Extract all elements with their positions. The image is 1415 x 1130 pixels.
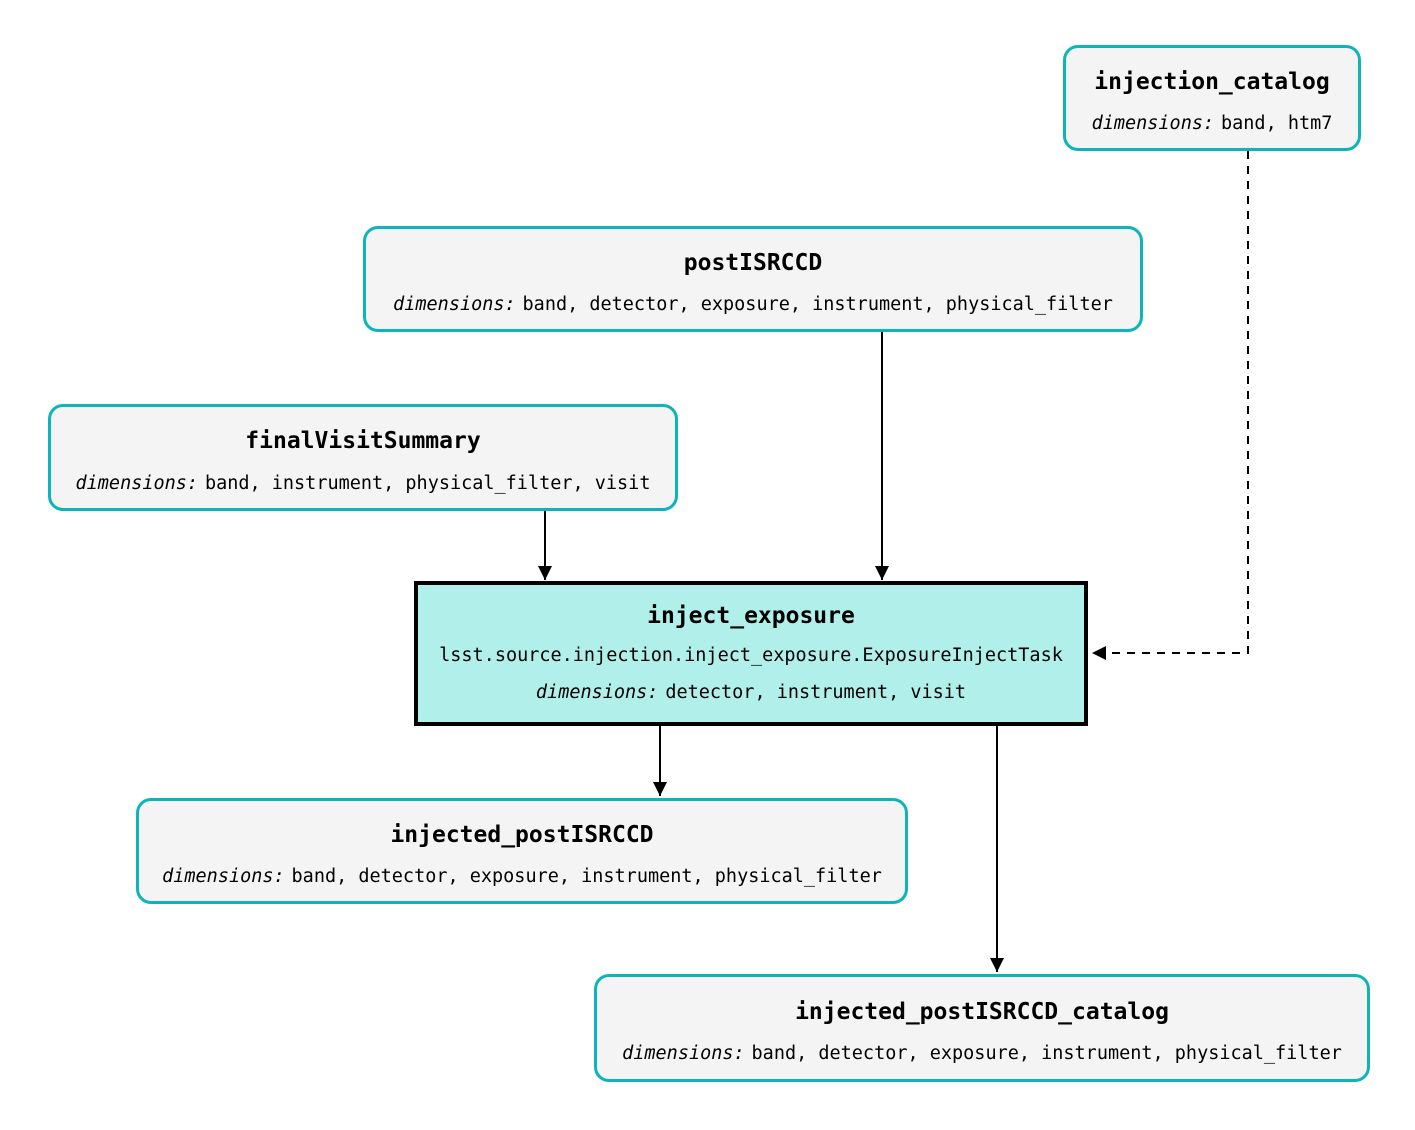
node-title: injected_postISRCCD	[390, 821, 654, 848]
node-title: postISRCCD	[683, 249, 823, 276]
node-title: injected_postISRCCD_catalog	[795, 998, 1169, 1025]
dimensions-list: detector, instrument, visit	[665, 682, 967, 704]
dimensions-label: dimensions:	[162, 866, 285, 888]
node-dimensions: dimensions: band, detector, exposure, ins…	[162, 866, 882, 888]
node-dimensions: dimensions: detector, instrument, visit	[536, 682, 966, 704]
node-finalvisitsummary: finalVisitSummary dimensions:band, instr…	[48, 404, 678, 511]
node-postisrccd: postISRCCD dimensions: band, detector, ex…	[363, 226, 1143, 332]
dimensions-list: band, detector, exposure, instrument, ph…	[751, 1043, 1342, 1065]
node-title: injection_catalog	[1094, 68, 1330, 95]
node-dimensions: dimensions: band, htm7	[1092, 113, 1333, 135]
node-dimensions: dimensions:band, instrument, physical_fi…	[76, 473, 651, 495]
task-class-path: lsst.source.injection.inject_exposure.Ex…	[439, 645, 1063, 667]
dimensions-label: dimensions:	[75, 472, 199, 494]
dimensions-list: band, instrument, physical_filter, visit	[204, 472, 651, 494]
node-inject-exposure: inject_exposure lsst.source.injection.in…	[414, 581, 1088, 726]
dimensions-label: dimensions:	[1091, 113, 1215, 135]
dimensions-list: band, detector, exposure, instrument, ph…	[291, 866, 882, 888]
node-dimensions: dimensions: band, detector, exposure, ins…	[622, 1043, 1342, 1065]
node-injected-postisrccd-catalog: injected_postISRCCD_catalog dimensions: b…	[594, 974, 1370, 1082]
node-title: finalVisitSummary	[245, 428, 481, 455]
node-injected-postisrccd: injected_postISRCCD dimensions: band, det…	[136, 798, 908, 904]
node-dimensions: dimensions: band, detector, exposure, ins…	[393, 294, 1113, 316]
node-injection-catalog: injection_catalog dimensions: band, htm7	[1063, 45, 1361, 151]
dimensions-label: dimensions:	[622, 1043, 745, 1065]
node-title: inject_exposure	[647, 602, 855, 629]
dimensions-list: band, htm7	[1221, 113, 1333, 135]
dimensions-label: dimensions:	[393, 294, 516, 316]
dimensions-label: dimensions:	[535, 682, 659, 704]
dimensions-list: band, detector, exposure, instrument, ph…	[522, 294, 1113, 316]
